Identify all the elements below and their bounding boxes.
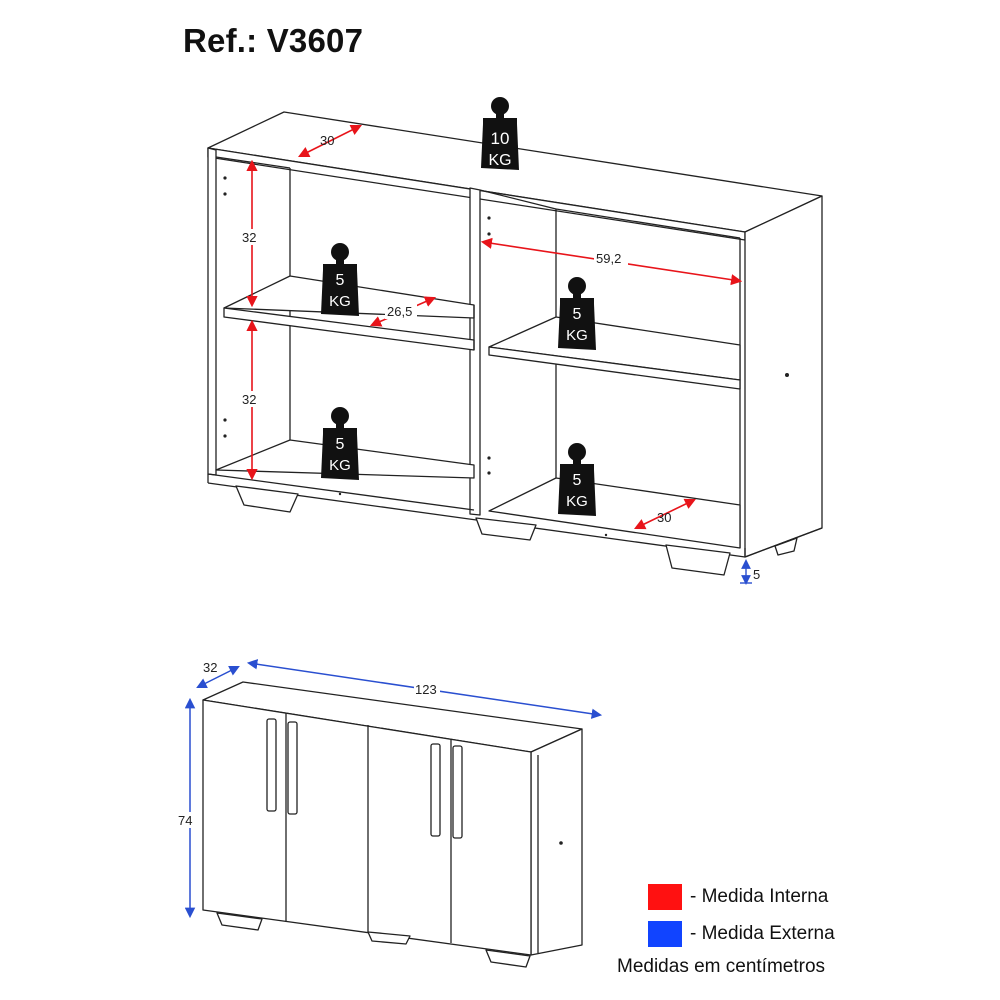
closed-foot-center: [367, 931, 411, 945]
closed-foot-left: [216, 912, 263, 931]
handle-3: [430, 743, 441, 837]
legend-internal-label: - Medida Interna: [690, 886, 829, 907]
label-shelf-depth: 26,5: [387, 304, 412, 319]
door-handles: [266, 718, 463, 839]
svg-text:KG: KG: [329, 293, 351, 310]
side-pin: [559, 841, 563, 845]
foot-right-front: [665, 544, 731, 576]
label-ext-depth: 32: [203, 660, 217, 675]
cabinet-right-side: [744, 195, 823, 558]
closed-right-side: [530, 728, 583, 956]
cabinet-divider: [469, 187, 481, 516]
weight-right-shelf-icon: 5 KG: [558, 277, 596, 350]
legend-external-swatch: [648, 921, 682, 947]
foot-right-back: [774, 537, 798, 556]
foot-left: [235, 485, 299, 513]
weight-right-floor-icon: 5 KG: [558, 443, 596, 516]
handle-4: [452, 745, 463, 839]
foot-center: [475, 517, 537, 541]
cabinet-left-side: [207, 147, 217, 476]
handle-2: [287, 721, 298, 815]
svg-text:KG: KG: [566, 327, 588, 344]
legend-internal: - Medida Interna: [648, 884, 828, 910]
closed-front: [202, 699, 532, 956]
svg-text:10: 10: [491, 129, 510, 148]
label-height-lower: 32: [242, 392, 256, 407]
svg-text:KG: KG: [329, 457, 351, 474]
dim-line-bottom-depth: [633, 498, 697, 530]
handle-1: [266, 718, 277, 812]
legend-external-label: - Medida Externa: [690, 923, 835, 944]
open-cabinet: [207, 111, 823, 576]
weight-top-icon: 10 KG: [481, 97, 519, 170]
label-height-upper: 32: [242, 230, 256, 245]
label-bottom-depth: 30: [657, 510, 671, 525]
label-top-depth: 30: [320, 133, 334, 148]
label-ext-width: 123: [415, 682, 437, 697]
legend-units-note: Medidas em centímetros: [617, 956, 826, 977]
label-ext-height: 74: [178, 813, 192, 828]
label-foot-height: 5: [753, 567, 760, 582]
dim-line-ext-depth: [196, 666, 240, 688]
svg-text:5: 5: [336, 436, 345, 453]
reference-title: Ref.: V3607: [183, 22, 364, 59]
closed-foot-right: [485, 949, 531, 968]
weight-left-shelf-icon: 5 KG: [321, 243, 359, 316]
legend-external: - Medida Externa: [648, 921, 835, 947]
dim-line-top-depth: [297, 124, 363, 158]
label-inner-width: 59,2: [596, 251, 621, 266]
weight-left-floor-icon: 5 KG: [321, 407, 359, 480]
closed-cabinet: [202, 681, 583, 968]
svg-text:KG: KG: [488, 152, 511, 169]
svg-text:5: 5: [573, 306, 582, 323]
svg-text:5: 5: [573, 472, 582, 489]
foot-height-dimension: [740, 559, 752, 585]
svg-text:5: 5: [336, 272, 345, 289]
legend-internal-swatch: [648, 884, 682, 910]
svg-text:KG: KG: [566, 493, 588, 510]
shelf-pin-holes: [223, 176, 789, 537]
right-bottom-panel: [488, 477, 741, 549]
